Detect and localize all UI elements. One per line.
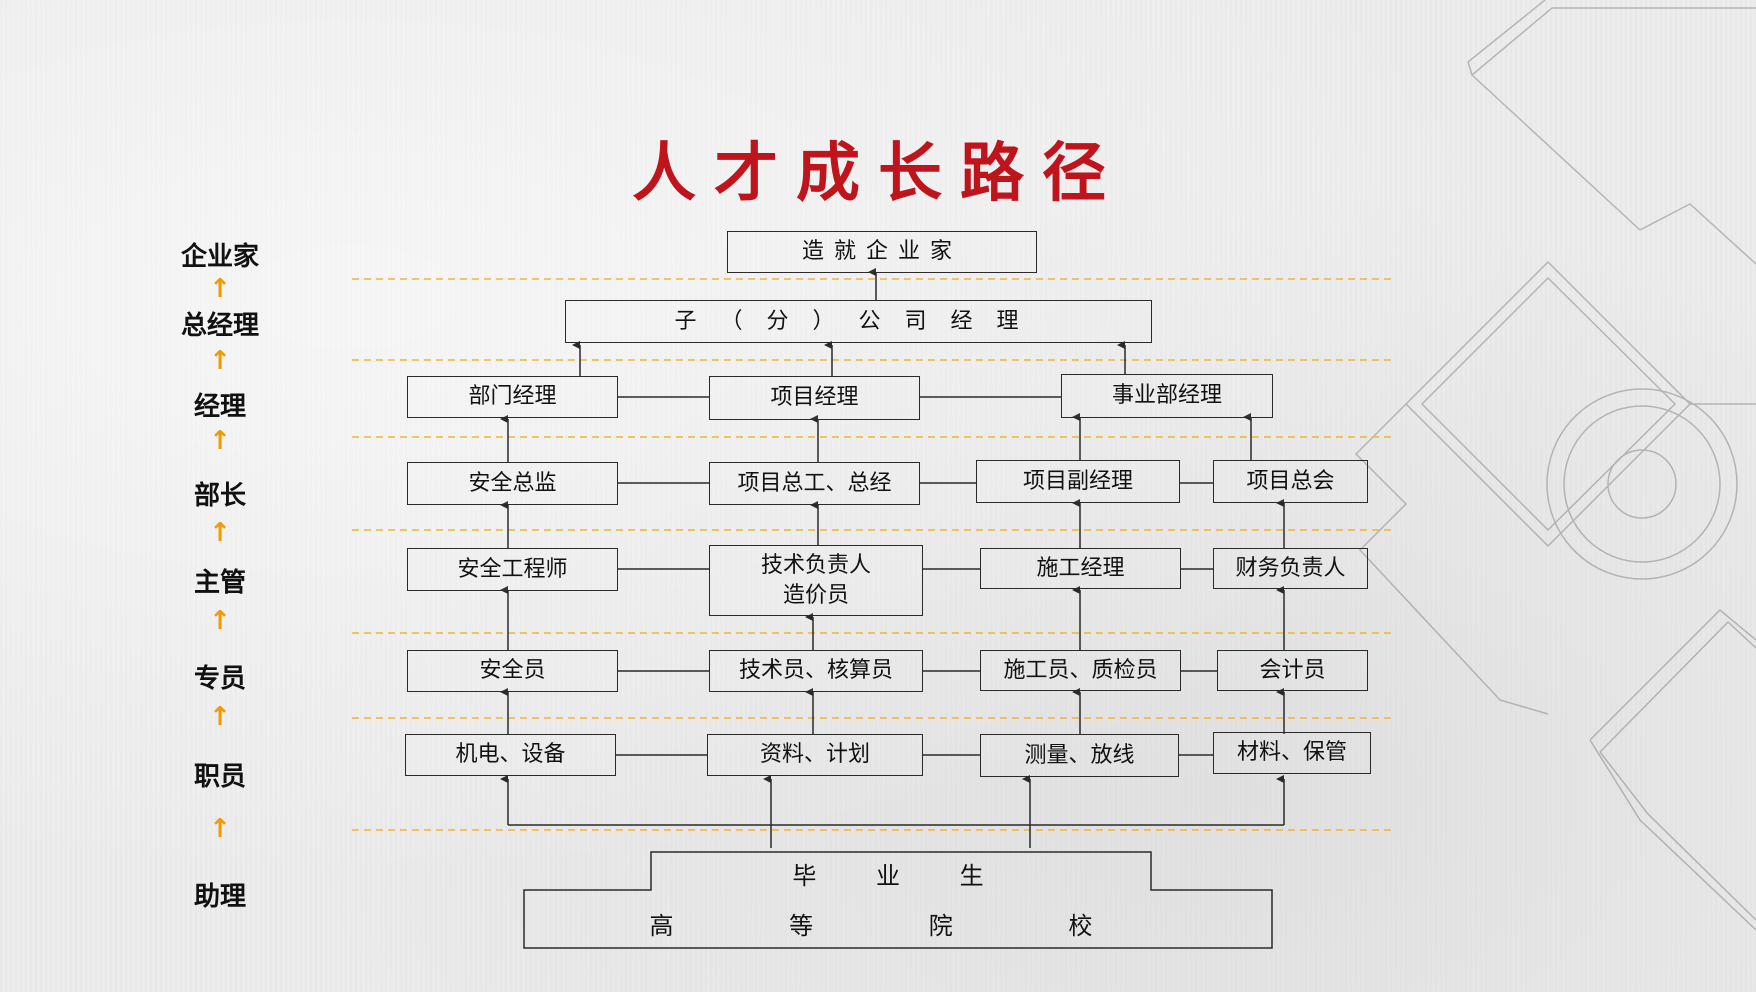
box-safety-engineer: 安全工程师 (407, 548, 618, 591)
level-label-assistant: 助理 (193, 882, 246, 912)
level-arrow-icon: ↑ (209, 518, 231, 548)
level-arrow-icon: ↑ (209, 814, 231, 844)
box-docs-plan: 资料、计划 (707, 734, 923, 776)
box-finance-lead: 财务负责人 (1213, 548, 1368, 589)
box-chief-engineer: 项目总工、总经 (709, 462, 920, 505)
box-tech-lead-line2: 造价员 (782, 582, 849, 608)
graduate-college-block (523, 851, 1273, 949)
box-mep: 机电、设备 (405, 734, 616, 776)
box-tech-lead-line1: 技术负责人 (760, 552, 871, 578)
box-technician: 技术员、核算员 (709, 650, 923, 692)
level-arrow-icon: ↑ (209, 274, 231, 304)
box-project-manager: 项目经理 (709, 376, 920, 420)
box-survey: 测量、放线 (980, 734, 1179, 777)
box-division-manager: 事业部经理 (1061, 374, 1273, 418)
box-dept-manager: 部门经理 (407, 376, 618, 418)
level-arrow-icon: ↑ (209, 702, 231, 732)
level-label-section-chief: 部长 (193, 481, 246, 511)
level-arrow-icon: ↑ (209, 606, 231, 636)
level-arrow-icon: ↑ (209, 346, 231, 376)
level-label-general-manager: 总经理 (180, 311, 259, 341)
box-safety-officer: 安全员 (407, 650, 618, 692)
level-separators (352, 278, 1396, 831)
level-label-manager: 经理 (193, 392, 246, 422)
box-builder-inspector: 施工员、质检员 (980, 650, 1181, 691)
box-entrepreneur: 造就企业家 (727, 231, 1037, 273)
colleges-label: 高 等 院 校 (649, 912, 1147, 940)
level-arrow-icon: ↑ (209, 426, 231, 456)
box-construction-manager: 施工经理 (980, 548, 1181, 589)
box-safety-director: 安全总监 (407, 462, 618, 505)
box-accountant: 会计员 (1217, 650, 1368, 691)
box-chief-accountant: 项目总会 (1213, 460, 1368, 503)
page-title: 人才成长路径 (632, 137, 1124, 211)
box-materials: 材料、保管 (1213, 732, 1371, 774)
box-deputy-pm: 项目副经理 (976, 460, 1180, 503)
level-label-entrepreneur: 企业家 (180, 242, 259, 272)
level-label-staff: 职员 (193, 762, 246, 792)
level-label-supervisor: 主管 (193, 568, 246, 598)
box-tech-lead: 技术负责人 造价员 (709, 545, 923, 616)
graduate-label: 毕 业 生 (792, 862, 1010, 890)
level-label-specialist: 专员 (193, 664, 246, 694)
box-subsidiary-manager: 子（分）公司经理 (565, 300, 1152, 343)
